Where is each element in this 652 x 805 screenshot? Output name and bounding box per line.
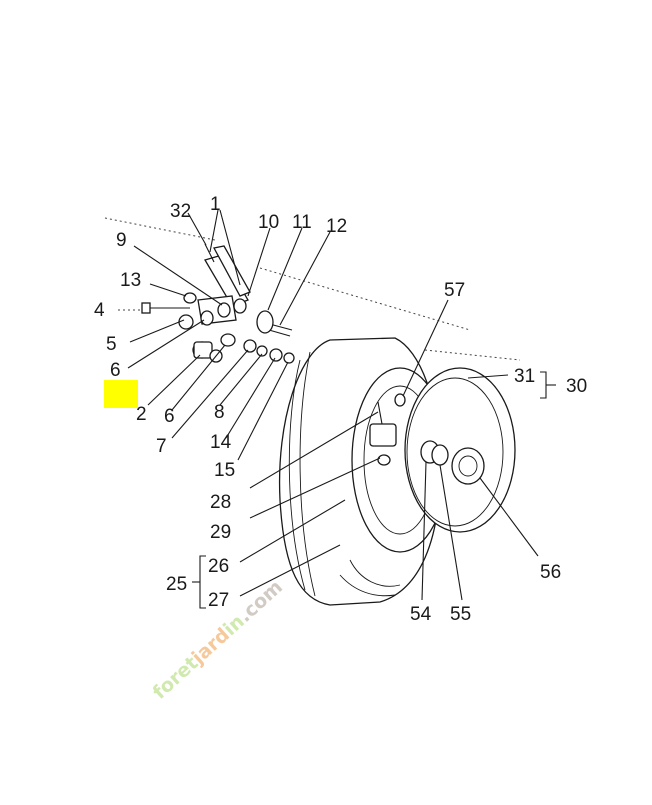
- callout-labels: 32 1 10 11 12 9 13 4 5 6 2 6 7 8 14 15 5…: [94, 194, 587, 625]
- axle-hardware: [141, 243, 295, 364]
- label-2: 2: [136, 404, 147, 425]
- label-8: 8: [214, 402, 225, 423]
- label-54: 54: [410, 604, 432, 625]
- label-26: 26: [208, 556, 229, 577]
- wheel-assembly: [278, 337, 516, 606]
- label-4: 4: [94, 300, 105, 321]
- label-9: 9: [116, 230, 127, 251]
- leader-lines: [127, 209, 556, 609]
- label-5: 5: [106, 334, 117, 355]
- label-11: 11: [292, 212, 312, 233]
- watermark-part-com: .com: [234, 576, 287, 627]
- label-27: 27: [208, 590, 229, 611]
- label-12: 12: [326, 216, 347, 237]
- label-30: 30: [566, 376, 587, 397]
- label-31: 31: [514, 366, 535, 387]
- label-56: 56: [540, 562, 561, 583]
- label-6a: 6: [110, 360, 121, 381]
- label-25: 25: [166, 574, 187, 595]
- label-32: 32: [170, 201, 191, 222]
- label-1: 1: [210, 194, 221, 215]
- label-14: 14: [210, 432, 232, 453]
- label-6b: 6: [164, 406, 175, 427]
- label-55: 55: [450, 604, 471, 625]
- label-7: 7: [156, 436, 167, 457]
- label-28: 28: [210, 492, 231, 513]
- label-15: 15: [214, 460, 235, 481]
- label-13: 13: [120, 270, 141, 291]
- label-57: 57: [444, 280, 465, 301]
- label-29: 29: [210, 522, 231, 543]
- highlight-marker: [104, 380, 138, 408]
- label-10: 10: [258, 212, 279, 233]
